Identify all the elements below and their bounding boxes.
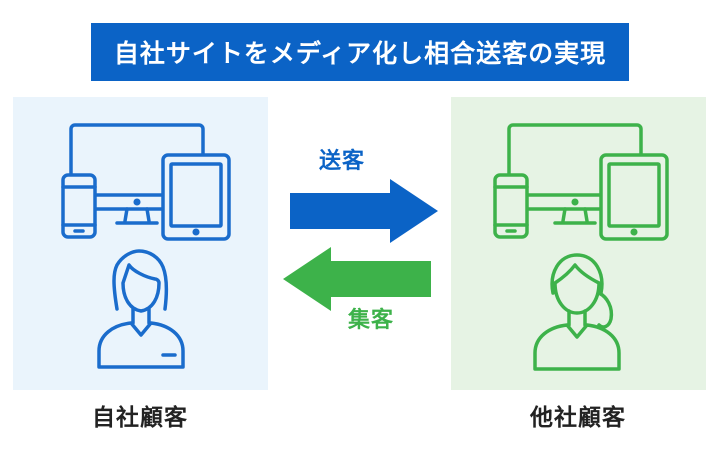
- own-customers-panel: [13, 97, 268, 390]
- woman-ponytail-icon: [533, 253, 621, 371]
- own-customers-illustration: [61, 123, 231, 369]
- devices-icon: [61, 123, 231, 241]
- devices-icon: [493, 123, 669, 241]
- title-text: 自社サイトをメディア化し相合送客の実現: [113, 39, 607, 68]
- other-customers-panel: [451, 97, 706, 390]
- other-customers-illustration: [493, 123, 669, 371]
- collect-arrow-shape: [283, 247, 431, 311]
- phone-icon: [61, 173, 97, 239]
- tablet-icon: [599, 153, 669, 241]
- collect-label: 集客: [348, 308, 395, 333]
- phone-icon: [493, 173, 529, 239]
- other-customers-caption: 他社顧客: [530, 405, 626, 431]
- send-label: 送客: [319, 149, 366, 174]
- arrow-left-icon: [283, 247, 431, 311]
- arrow-right-icon: [290, 179, 438, 243]
- send-arrow-shape: [290, 179, 438, 243]
- own-customers-caption: 自社顧客: [92, 405, 188, 431]
- woman-short-hair-icon: [97, 249, 185, 369]
- tablet-icon: [161, 153, 231, 241]
- title-banner: 自社サイトをメディア化し相合送客の実現: [91, 23, 629, 81]
